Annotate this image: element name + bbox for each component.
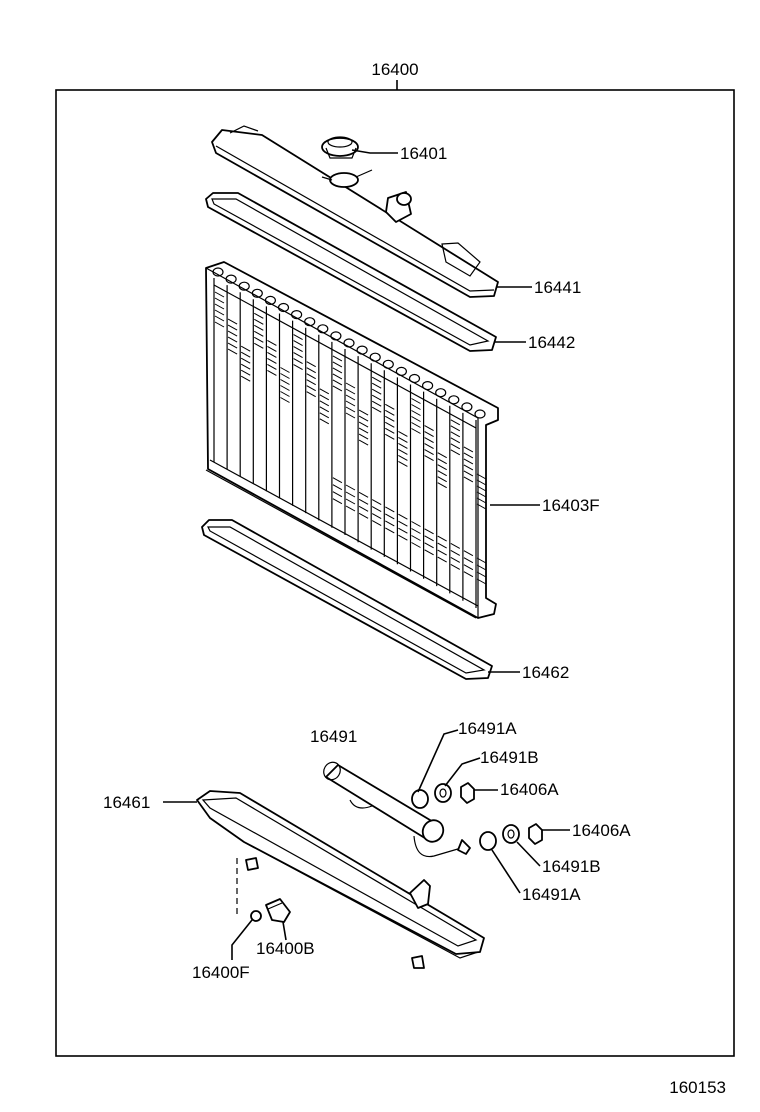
callout-16442: 16442: [528, 333, 575, 352]
drain-cock: [236, 858, 291, 923]
drain-plug-16400B: [265, 898, 291, 923]
callout-16401: 16401: [400, 144, 447, 163]
callout-16403F: 16403F: [542, 496, 600, 515]
callout-16491A-bottom: 16491A: [522, 885, 581, 904]
callout-16491B-right: 16491B: [542, 857, 601, 876]
upper-tank: [211, 125, 499, 298]
callout-16441: 16441: [534, 278, 581, 297]
callout-16406A-top: 16406A: [500, 780, 559, 799]
pipe-fittings: [411, 782, 543, 851]
radiator-cap: [321, 136, 359, 159]
oil-cooler-pipe: [323, 761, 471, 858]
leader-lines: [163, 149, 570, 960]
callout-16491: 16491: [310, 727, 357, 746]
callout-16491A-top: 16491A: [458, 719, 517, 738]
assembly-label: 16400: [371, 60, 418, 79]
figure-number: 160153: [669, 1078, 726, 1097]
lower-tank: [196, 790, 485, 969]
nut-16406A-right: [528, 823, 543, 845]
nut-16406A-top: [460, 782, 475, 804]
drain-o-ring-16400F: [250, 910, 262, 922]
upper-tank-gasket: [205, 192, 497, 352]
callout-16400B: 16400B: [256, 939, 315, 958]
callout-16462: 16462: [522, 663, 569, 682]
o-ring-16491A-top: [411, 789, 429, 809]
callout-16461: 16461: [103, 793, 150, 812]
o-ring-16491A-bottom: [479, 831, 497, 851]
core-tubes: [212, 267, 487, 608]
callout-16491B-top: 16491B: [480, 748, 539, 767]
callout-16400F: 16400F: [192, 963, 250, 982]
callout-16406A-right: 16406A: [572, 821, 631, 840]
radiator-core: [205, 261, 499, 619]
washer-16491B-top: [434, 783, 452, 803]
washer-16491B-right: [502, 824, 520, 844]
assembly-frame: [55, 89, 735, 1057]
